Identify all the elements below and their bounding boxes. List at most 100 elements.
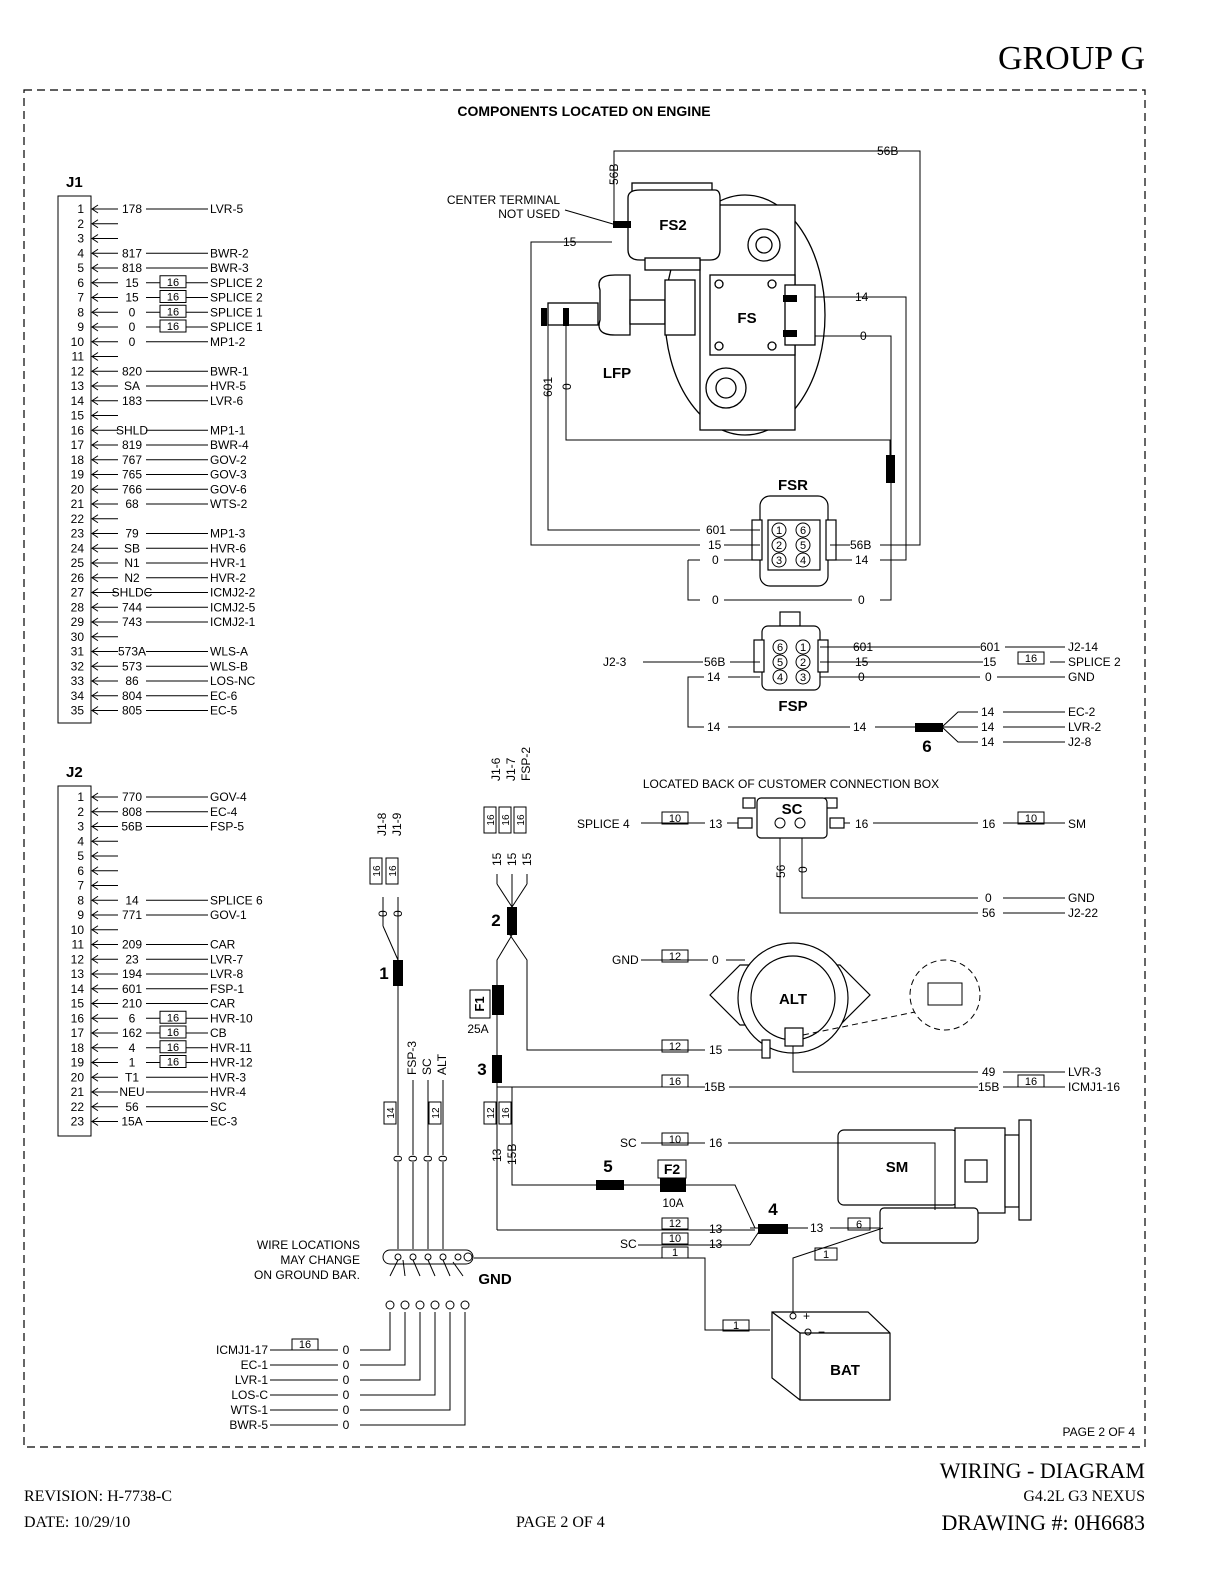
lbl-fsp-3: FSP-3 [405, 1041, 419, 1075]
j2-wire: 808 [122, 805, 142, 819]
sc-16b: 16 [982, 817, 996, 831]
j1-pin: 29 [71, 615, 85, 629]
fs-label: FS [737, 310, 756, 327]
svg-text:16: 16 [1025, 1076, 1037, 1088]
f2-13a: 13 [709, 1222, 723, 1236]
j1-pin: 3 [77, 232, 84, 246]
svg-text:10: 10 [669, 1233, 681, 1245]
j1-pin: 21 [71, 497, 85, 511]
j1-wire: 817 [122, 246, 142, 260]
j2-pin: 7 [77, 879, 84, 893]
j1-wire: 766 [122, 482, 142, 496]
j1-wire: 15 [125, 291, 139, 305]
center-terminal-note: CENTER TERMINAL [447, 193, 560, 207]
j2-pin: 19 [71, 1056, 85, 1070]
j2-dest: LVR-7 [210, 952, 243, 966]
footer-revision: REVISION: H-7738-C [24, 1488, 172, 1505]
fsp-14a: 14 [707, 670, 721, 684]
wire-56B-top: 56B [877, 144, 898, 158]
j2-dest: CB [210, 1026, 227, 1040]
j1-dest: SPLICE 2 [210, 291, 263, 305]
j1-dest: EC-5 [210, 704, 238, 718]
svg-text:1: 1 [800, 642, 806, 654]
j2-pin: 11 [72, 938, 85, 952]
svg-text:0: 0 [406, 1155, 420, 1162]
lbl-13: 13 [490, 1148, 504, 1162]
j1-pin: 22 [71, 512, 85, 526]
fsp-gnd: GND [1068, 670, 1095, 684]
lbl-0a: 0 [376, 910, 390, 917]
svg-text:2: 2 [800, 657, 806, 669]
fsp-601b: 601 [980, 640, 1000, 654]
j1-pin: 6 [77, 276, 84, 290]
fsr-0c: 0 [858, 593, 865, 607]
bat-plus: + [803, 1309, 810, 1323]
footer-page: PAGE 2 OF 4 [516, 1514, 605, 1531]
svg-text:1: 1 [823, 1249, 829, 1261]
j1-wire: 767 [122, 453, 142, 467]
j1-dest: LOS-NC [210, 674, 256, 688]
j1-dest: SPLICE 1 [210, 305, 263, 319]
ground-note-2: MAY CHANGE [280, 1253, 360, 1267]
fuse-f1-rating: 25A [467, 1022, 488, 1036]
j2-pin: 14 [71, 982, 85, 996]
j2-pin: 2 [77, 805, 84, 819]
j1-dest: SPLICE 1 [210, 320, 263, 334]
j1-wire: 86 [125, 674, 139, 688]
fsr-56B: 56B [850, 538, 871, 552]
j1-pin: 24 [71, 541, 85, 555]
lbl-j1-6: J1-6 [489, 757, 503, 781]
j1-dest: ICMJ2-2 [210, 586, 256, 600]
j2-dest: EC-4 [210, 805, 238, 819]
j1-wire: 0 [129, 320, 136, 334]
j1-dest: SPLICE 2 [210, 276, 263, 290]
sc-56: 56 [774, 864, 788, 878]
j1-wire: 0 [129, 305, 136, 319]
j1-pin: 35 [71, 704, 85, 718]
j1-dest: WTS-2 [210, 497, 248, 511]
j1-pin: 25 [71, 556, 85, 570]
splice-2-label: 2 [491, 911, 500, 930]
j2-dest: HVR-10 [210, 1011, 253, 1025]
j2-pin: 3 [77, 820, 84, 834]
fsp-splice2: SPLICE 2 [1068, 655, 1121, 669]
j2-row: 5 [77, 849, 118, 863]
lbl-15b-v: 15B [505, 1144, 519, 1165]
j1-wire: 818 [122, 261, 142, 275]
j2-row: 4 [77, 834, 118, 848]
j2-wire: 1 [129, 1056, 136, 1070]
j1-dest: ICMJ2-5 [210, 600, 256, 614]
svg-text:4: 4 [777, 672, 783, 684]
j2-pin: 13 [71, 967, 85, 981]
j1-row: 15 [71, 409, 118, 423]
svg-text:16: 16 [501, 814, 512, 826]
svg-text:10: 10 [1025, 813, 1037, 825]
sc-location-note: LOCATED BACK OF CUSTOMER CONNECTION BOX [643, 777, 939, 791]
fsp-label: FSP [778, 698, 807, 715]
j2-row: 7 [77, 879, 118, 893]
ground-wire-dest: BWR-5 [229, 1418, 268, 1432]
j1-pin: 33 [71, 674, 85, 688]
fsp-15a: 15 [855, 655, 869, 669]
j1-dest: MP1-2 [210, 335, 246, 349]
sc-j2-22: J2-22 [1068, 906, 1098, 920]
bat-minus: − [818, 1325, 825, 1339]
j1-dest: ICMJ2-1 [210, 615, 256, 629]
j2-wire: 209 [122, 938, 142, 952]
j2-dest: HVR-3 [210, 1070, 246, 1084]
j2-wire: 162 [122, 1026, 142, 1040]
